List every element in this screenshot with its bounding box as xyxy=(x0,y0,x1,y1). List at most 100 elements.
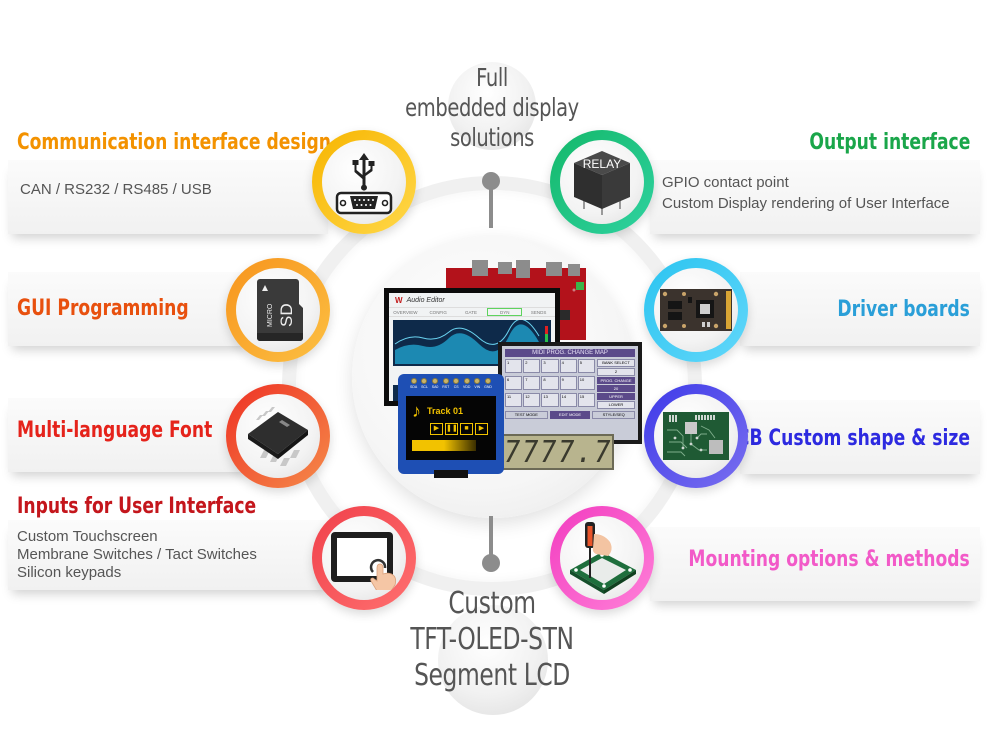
feature-card-mounting xyxy=(650,527,980,601)
pin-hole-icon xyxy=(474,378,481,384)
feature-title-driver-boards: Driver boards xyxy=(837,297,970,322)
stn-lcd-cell: 1 xyxy=(505,359,523,373)
audio-editor-tab[interactable]: CONFIG xyxy=(429,310,447,315)
feature-title-communication: Communication interface design xyxy=(17,130,332,155)
feature-card-driver-boards xyxy=(740,272,980,346)
oled-pin: GND xyxy=(484,378,492,390)
stn-lcd-cell: 2 xyxy=(523,359,541,373)
sd-label-micro: MICRO xyxy=(267,303,274,327)
feature-desc-inputs-1: Custom Touchscreen xyxy=(17,528,158,545)
stn-lcd-cell: 11 xyxy=(505,393,523,407)
feature-desc-output-2: Custom Display rendering of User Interfa… xyxy=(662,195,950,212)
bottom-title-line: TFT-OLED-STN xyxy=(410,622,574,657)
stn-lcd-cell: 14 xyxy=(559,393,577,407)
top-connector-dot xyxy=(482,172,500,190)
feature-desc-inputs-2: Membrane Switches / Tact Switches xyxy=(17,546,257,563)
oled-connector xyxy=(434,470,468,478)
icon-ring-gui-programming: MICRO SD xyxy=(226,258,330,362)
audio-editor-tabs: OVERVIEW CONFIG GATE DYN SENDS xyxy=(389,307,555,317)
feature-desc-output-1: GPIO contact point xyxy=(662,174,789,191)
feature-title-inputs: Inputs for User Interface xyxy=(17,494,257,519)
oled-pin-label: SDA xyxy=(410,385,418,389)
stn-side-button: BANK SELECT xyxy=(597,359,635,367)
bottom-connector-dot xyxy=(482,554,500,572)
stn-side-button: PROG. CHANGE xyxy=(597,377,635,384)
bottom-title: Custom TFT-OLED-STN Segment LCD xyxy=(386,586,598,694)
segment-lcd-digits: 7777.7 xyxy=(503,434,613,470)
oled-pin: RST xyxy=(442,378,449,390)
stn-lcd-cell: 9 xyxy=(559,376,577,390)
audio-editor-tab-active[interactable]: DYN xyxy=(487,308,523,316)
oled-pin-label: VIN xyxy=(474,385,481,389)
stn-lcd-header: MIDI PROG. CHANGE MAP xyxy=(505,349,635,357)
feature-card-multi-language-font xyxy=(8,398,248,472)
touchscreen-tablet-icon xyxy=(331,532,397,590)
audio-editor-tab[interactable]: SENDS xyxy=(530,310,547,315)
audio-editor-tab[interactable]: OVERVIEW xyxy=(393,310,418,315)
pin-hole-icon xyxy=(421,378,428,384)
oled-progress-bar xyxy=(412,440,476,451)
stn-footer-button: TEST MODE xyxy=(505,411,548,419)
icon-ring-pcb xyxy=(644,384,748,488)
feature-card-gui-programming xyxy=(8,272,248,346)
sd-label-sd: SD xyxy=(277,303,296,327)
audio-editor-tab[interactable]: GATE xyxy=(465,310,477,315)
audio-editor-logo-icon: W xyxy=(395,295,403,305)
stn-lcd-cell: 8 xyxy=(541,376,559,390)
feature-desc-inputs-3: Silicon keypads xyxy=(17,564,122,581)
stn-side-value: 20 xyxy=(597,385,635,392)
audio-editor-title: Audio Editor xyxy=(406,296,445,304)
pin-hole-icon xyxy=(410,378,417,384)
pin-hole-icon xyxy=(432,378,439,384)
oled-track-label: Track 01 xyxy=(427,406,464,416)
stn-lcd-cell: 3 xyxy=(541,359,559,373)
bottom-connector-line xyxy=(489,516,493,560)
relay-label: RELAY xyxy=(583,157,621,171)
feature-card-communication xyxy=(8,160,328,234)
feature-desc-communication: CAN / RS232 / RS485 / USB xyxy=(20,181,212,198)
stn-footer-button: STYLE/SEQ xyxy=(592,411,636,419)
bottom-title-bubble xyxy=(438,605,548,715)
micro-sd-card-icon: MICRO SD xyxy=(257,279,303,341)
stn-lcd-cell: 5 xyxy=(577,359,595,373)
oled-pin: VIN xyxy=(474,378,481,390)
oled-screen: ♪ Track 01 ▶ ❚❚ ■ ▶ xyxy=(406,396,496,460)
icon-ring-communication xyxy=(312,130,416,234)
top-title: Full embedded display solutions xyxy=(386,63,598,153)
icon-ring-driver-boards xyxy=(644,258,748,362)
pcb-icon xyxy=(663,412,729,460)
pause-icon: ❚❚ xyxy=(445,423,458,435)
stn-footer-button: EDIT MODE xyxy=(549,411,591,419)
play-icon: ▶ xyxy=(430,423,443,435)
oled-pin-label: CS xyxy=(453,385,459,389)
top-title-bubble xyxy=(448,62,536,150)
icon-ring-inputs xyxy=(312,506,416,610)
feature-card-output-interface xyxy=(650,160,980,234)
oled-pin: SCL xyxy=(421,378,428,390)
pin-hole-icon xyxy=(442,378,449,384)
oled-pin: VDD xyxy=(463,378,470,390)
oled-pin: CS xyxy=(453,378,460,390)
feature-title-multi-language-font: Multi-language Font xyxy=(17,418,213,443)
feature-card-inputs xyxy=(8,520,328,590)
oled-pin-label: VDD xyxy=(463,385,471,389)
pin-hole-icon xyxy=(463,378,470,384)
stn-lcd-cell: 4 xyxy=(559,359,577,373)
stn-lcd-cell: 15 xyxy=(577,393,595,407)
pin-hole-icon xyxy=(453,378,460,384)
stn-lcd-cell: 10 xyxy=(577,376,595,390)
icon-ring-multi-language-font xyxy=(226,384,330,488)
oled-pin-label: SA0 xyxy=(431,385,439,389)
stn-side-button: UPPER xyxy=(597,393,635,400)
stn-lcd-cell: 13 xyxy=(541,393,559,407)
top-title-line: embedded display xyxy=(405,93,579,122)
bottom-title-line: Custom xyxy=(448,586,536,621)
stop-icon: ■ xyxy=(460,423,473,435)
oled-pin: SDA xyxy=(410,378,417,390)
feature-title-pcb: PCB Custom shape & size xyxy=(724,426,970,451)
oled-pin: SA0 xyxy=(431,378,439,390)
next-icon: ▶ xyxy=(475,423,488,435)
